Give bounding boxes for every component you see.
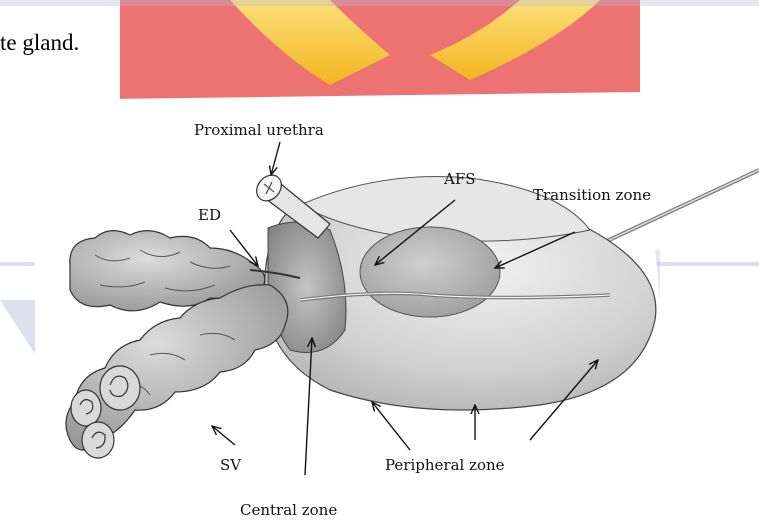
label-peripheral-zone: Peripheral zone xyxy=(385,456,505,474)
label-ed: ED xyxy=(198,206,221,224)
label-afs: AFS xyxy=(443,170,476,188)
label-transition-zone: Transition zone xyxy=(533,186,651,204)
label-sv: SV xyxy=(220,456,242,474)
label-central-zone: Central zone xyxy=(240,501,337,519)
label-proximal-urethra: Proximal urethra xyxy=(194,121,324,139)
transition-zone-shape xyxy=(360,227,500,317)
caption-fragment: te gland. xyxy=(0,30,79,56)
watermark-top-strip xyxy=(0,0,759,6)
